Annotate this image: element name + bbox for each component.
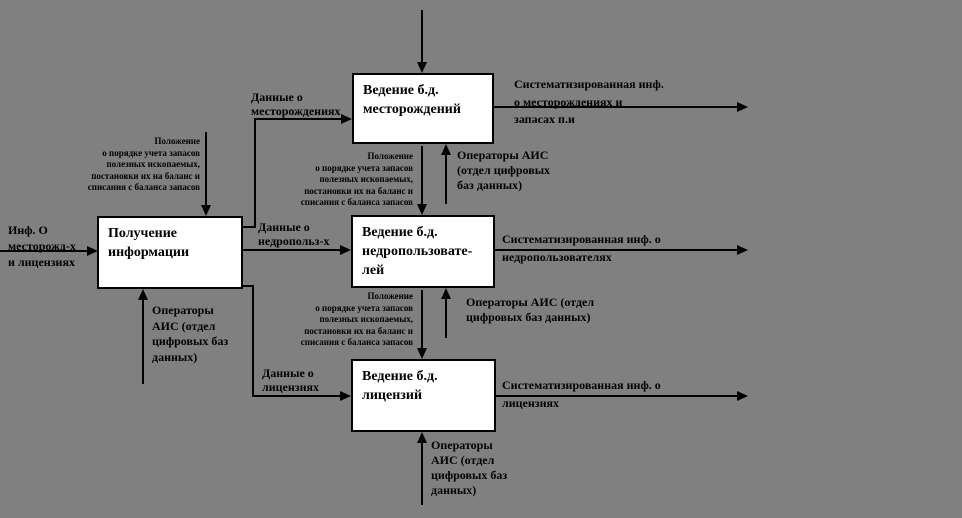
- data-flow-licenses-seg3: [252, 395, 341, 397]
- data-flow-licenses-seg2: [252, 285, 254, 397]
- label-regulation-receive: Положение о порядке учета запасов полезн…: [87, 136, 200, 193]
- arrowhead-right-icon: [340, 245, 351, 255]
- label-operators-receive: Операторы АИС (отдел цифровых баз данных…: [152, 303, 229, 364]
- arrowhead-down-icon: [417, 348, 427, 359]
- label-operators-subsoil: Операторы АИС (отдел цифровых баз данных…: [466, 295, 595, 324]
- label-data-deposits: Данные о месторождениях: [251, 90, 341, 118]
- data-flow-deposits-seg3: [254, 118, 342, 120]
- arrowhead-right-icon: [340, 391, 351, 401]
- data-flow-licenses-seg1: [243, 285, 254, 287]
- arrowhead-up-icon: [138, 289, 148, 300]
- label-regulation-licenses: Положение о порядке учета запасов полезн…: [300, 291, 413, 348]
- label-operators-licenses: Операторы АИС (отдел цифровых баз данных…: [431, 438, 508, 497]
- control-line-receive: [205, 132, 207, 206]
- arrowhead-right-icon: [737, 391, 748, 401]
- control-line-licenses: [421, 290, 423, 349]
- label-output-deposits: Систематизированная инф. о месторождения…: [514, 77, 664, 126]
- data-flow-deposits-seg2: [254, 118, 256, 228]
- data-flow-deposits-seg1: [243, 226, 256, 228]
- box-receive-info: Получение информации: [97, 216, 243, 289]
- arrowhead-right-icon: [737, 245, 748, 255]
- label-operators-deposits: Операторы АИС (отдел цифровых баз данных…: [457, 148, 551, 192]
- control-line-subsoil: [421, 146, 423, 205]
- arrowhead-down-icon: [201, 205, 211, 216]
- box-db-licenses: Ведение б.д. лицензий: [351, 359, 496, 432]
- arrowhead-right-icon: [737, 102, 748, 112]
- mechanism-line-licenses: [421, 442, 423, 505]
- label-input-info: Инф. О месторожд-х и лицензиях: [8, 223, 76, 269]
- label-output-subsoil: Систематизированная инф. о недропользова…: [502, 232, 661, 264]
- arrowhead-right-icon: [341, 114, 352, 124]
- arrowhead-down-icon: [417, 204, 427, 215]
- mechanism-line-subsoil: [445, 298, 447, 338]
- arrowhead-right-icon: [87, 246, 98, 256]
- arrowhead-up-icon: [417, 432, 427, 443]
- mechanism-line-receive: [142, 298, 144, 384]
- label-output-licenses: Систематизированная инф. о лицензиях: [502, 378, 661, 410]
- box-db-subsoil-users: Ведение б.д. недропользовате- лей: [351, 215, 495, 288]
- control-line-top: [421, 10, 423, 63]
- mechanism-line-deposits: [445, 154, 447, 204]
- box-db-deposits: Ведение б.д. месторождений: [352, 73, 494, 144]
- output-arrow-licenses: [496, 395, 738, 397]
- label-regulation-subsoil: Положение о порядке учета запасов полезн…: [300, 151, 413, 208]
- output-arrow-deposits: [494, 106, 738, 108]
- arrowhead-down-icon: [417, 62, 427, 73]
- output-arrow-subsoil: [495, 249, 738, 251]
- label-data-licenses: Данные о лицензиях: [262, 366, 320, 394]
- label-data-subsoil: Данные о недропольз-х: [258, 220, 330, 248]
- data-flow-subsoil: [243, 249, 341, 251]
- input-arrow: [0, 250, 88, 252]
- arrowhead-up-icon: [441, 288, 451, 299]
- arrowhead-up-icon: [441, 144, 451, 155]
